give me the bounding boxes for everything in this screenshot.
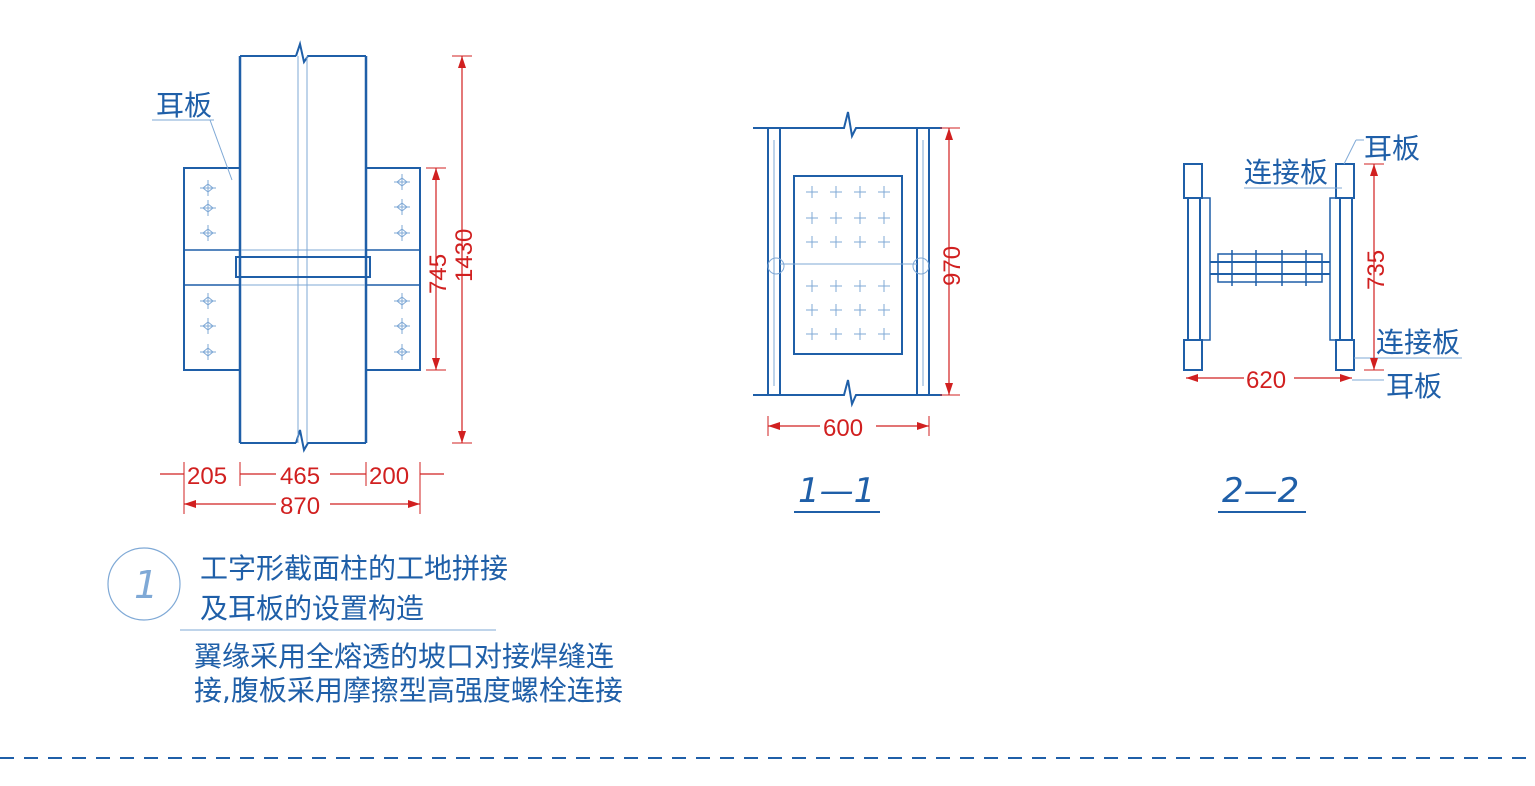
column-elevation: 耳板 745 1430 205 465 200 870 — [152, 40, 478, 520]
dim-735: 735 — [1363, 250, 1390, 290]
note-desc-line2: 接,腹板采用摩擦型高强度螺栓连接 — [194, 674, 623, 707]
dim-200: 200 — [369, 463, 409, 490]
dim-600: 600 — [823, 415, 863, 442]
section-2-title: 2—2 — [1222, 471, 1299, 511]
dim-745: 745 — [425, 254, 452, 294]
connect-plate-bottom-label: 连接板 — [1376, 326, 1460, 359]
ear-plate-top-label: 耳板 — [1364, 132, 1420, 165]
dim-620: 620 — [1246, 367, 1286, 394]
ear-plate-bottom-label: 耳板 — [1386, 370, 1442, 403]
detail-note: 1 工字形截面柱的工地拼接 及耳板的设置构造 翼缘采用全熔透的坡口对接焊缝连 接… — [107, 547, 623, 707]
detail-number: 1 — [134, 563, 158, 607]
section-1-1: 970 600 1—1 — [753, 111, 966, 513]
dim-970: 970 — [939, 246, 966, 286]
section-1-title: 1—1 — [798, 471, 875, 511]
note-title-line2: 及耳板的设置构造 — [200, 592, 424, 625]
dim-870: 870 — [280, 493, 320, 520]
ear-plate-label: 耳板 — [156, 89, 212, 122]
section-2-2: 耳板 连接板 连接板 耳板 735 620 2—2 — [1183, 132, 1462, 513]
dim-465: 465 — [280, 463, 320, 490]
note-desc-line1: 翼缘采用全熔透的坡口对接焊缝连 — [194, 640, 614, 673]
connect-plate-top-label: 连接板 — [1244, 156, 1328, 189]
note-title-line1: 工字形截面柱的工地拼接 — [200, 552, 508, 585]
dim-1430: 1430 — [451, 229, 478, 282]
dim-205: 205 — [187, 463, 227, 490]
